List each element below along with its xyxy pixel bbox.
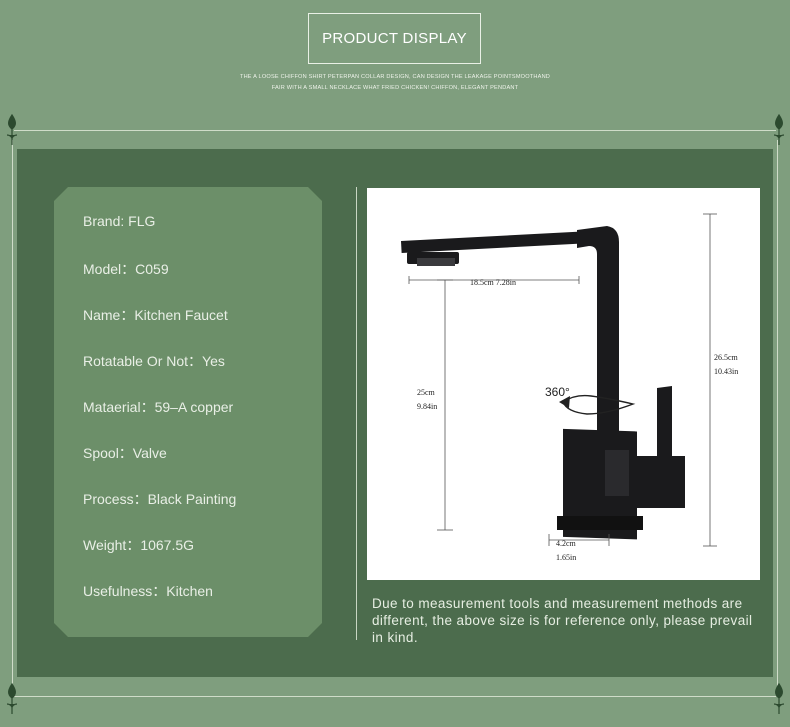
corner-ornament-icon bbox=[6, 682, 18, 714]
corner-ornament-icon bbox=[6, 113, 18, 145]
frame-top-line bbox=[14, 130, 776, 131]
subtitle-line-1: THE A LOOSE CHIFFON SHIRT PETERPAN COLLA… bbox=[239, 74, 551, 80]
total-height-cm-label: 26.5cm bbox=[714, 353, 739, 362]
spec-model: Model：C059 bbox=[83, 261, 169, 277]
subtitle-line-2: FAIR WITH A SMALL NECKLACE WHAT FRIED CH… bbox=[271, 85, 519, 91]
spec-process: Process：Black Painting bbox=[83, 491, 237, 507]
base-cm-label: 4.2cm bbox=[556, 539, 577, 548]
specs-card bbox=[54, 187, 322, 637]
spout-height-in-label: 9.84in bbox=[417, 402, 437, 411]
rotation-label: 360° bbox=[545, 385, 570, 399]
spec-name: Name：Kitchen Faucet bbox=[83, 307, 228, 323]
section-subtitle: THE A LOOSE CHIFFON SHIRT PETERPAN COLLA… bbox=[180, 72, 610, 94]
spout-height-cm-label: 25cm bbox=[417, 388, 436, 397]
spec-weight: Weight：1067.5G bbox=[83, 537, 195, 553]
reach-label: 18.5cm 7.28in bbox=[470, 278, 516, 287]
spec-rotatable: Rotatable Or Not：Yes bbox=[83, 353, 225, 369]
measurement-note: Due to measurement tools and measurement… bbox=[372, 596, 753, 645]
section-title: PRODUCT DISPLAY bbox=[322, 30, 467, 47]
spec-material: Mataerial：59–A copper bbox=[83, 399, 234, 415]
total-height-in-label: 10.43in bbox=[714, 367, 738, 376]
corner-ornament-icon bbox=[773, 682, 785, 714]
section-title-box: PRODUCT DISPLAY bbox=[308, 13, 481, 64]
divider bbox=[356, 187, 357, 640]
frame-bottom-line bbox=[14, 696, 776, 697]
spec-brand: Brand: FLG bbox=[83, 213, 156, 229]
frame-left-line bbox=[12, 140, 13, 688]
faucet-dimension-drawing: 360° 18.5cm 7.28in 26.5cm 10.43in 25cm 9… bbox=[400, 213, 739, 562]
frame-right-line bbox=[777, 140, 778, 688]
product-image: 360° 18.5cm 7.28in 26.5cm 10.43in 25cm 9… bbox=[367, 188, 760, 580]
spec-spool: Spool：Valve bbox=[83, 445, 167, 461]
base-in-label: 1.65in bbox=[556, 553, 576, 562]
faucet-icon bbox=[400, 226, 685, 540]
spec-usefulness: Usefulness：Kitchen bbox=[83, 583, 213, 599]
corner-ornament-icon bbox=[773, 113, 785, 145]
